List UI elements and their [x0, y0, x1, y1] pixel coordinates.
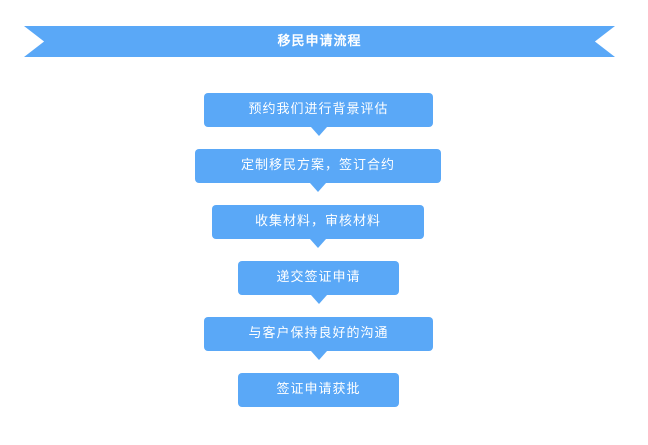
flow-step-4: 递交签证申请 — [238, 261, 399, 304]
down-arrow-icon — [310, 295, 327, 304]
flow-step-label: 与客户保持良好的沟通 — [248, 326, 389, 341]
flow-step-label: 递交签证申请 — [276, 270, 361, 285]
flow-step-6: 签证申请获批 — [238, 373, 399, 407]
flow-step-label: 预约我们进行背景评估 — [248, 102, 389, 117]
flow-step-3: 收集材料，审核材料 — [212, 205, 424, 248]
flow-step-label: 定制移民方案，签订合约 — [240, 158, 395, 173]
down-arrow-icon — [310, 239, 326, 248]
flow-step-1: 预约我们进行背景评估 — [204, 93, 433, 136]
down-arrow-icon — [310, 127, 327, 136]
flow-step-5: 与客户保持良好的沟通 — [204, 317, 433, 360]
flow-step-label: 签证申请获批 — [276, 382, 361, 397]
flow-step-label: 收集材料，审核材料 — [254, 214, 381, 229]
page-title: 移民申请流程 — [277, 34, 362, 49]
down-arrow-icon — [310, 351, 327, 360]
title-banner: 移民申请流程 — [24, 26, 615, 57]
down-arrow-icon — [310, 183, 326, 192]
flow-step-2: 定制移民方案，签订合约 — [195, 149, 441, 192]
